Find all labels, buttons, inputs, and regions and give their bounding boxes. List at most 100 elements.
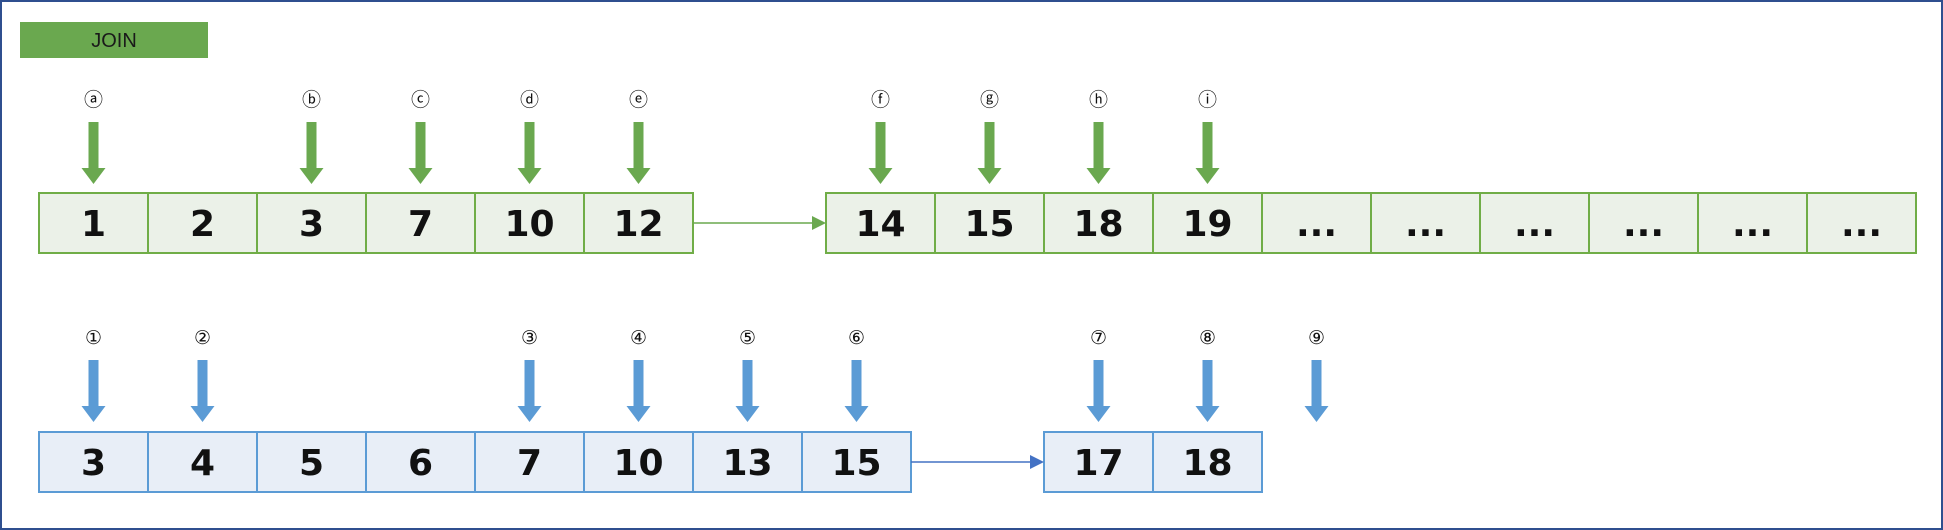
top-cell: 7 [365,192,476,254]
top-cell: 18 [1043,192,1154,254]
bottom-pointer-label: ④ [630,327,647,349]
bottom-pointer: ④ [626,327,651,422]
top-cell-value: 3 [299,204,324,245]
top-pointer-label: ⓐ [84,89,103,111]
top-list-link-arrow [693,216,826,230]
top-pointer-label: ⓔ [629,89,648,111]
bottom-cell-value: 10 [613,443,663,484]
down-arrow-icon [81,360,106,422]
top-pointer: ⓖ [977,89,1002,184]
top-cell: ... [1806,192,1917,254]
bottom-cell: 13 [692,431,803,493]
top-cell-box [1370,192,1481,254]
top-pointer: ⓑ [299,89,324,184]
bottom-cell: 5 [256,431,367,493]
down-arrow-icon [1195,122,1220,184]
top-cell-box [1806,192,1917,254]
bottom-cell-value: 15 [831,443,881,484]
bottom-pointer-label: ③ [521,327,538,349]
top-cell: ... [1479,192,1590,254]
bottom-pointer-label: ⑤ [739,327,756,349]
top-pointer-label: ⓘ [1198,89,1217,111]
down-arrow-icon [1086,360,1111,422]
top-cell: 19 [1152,192,1263,254]
top-cell-value: 1 [81,204,106,245]
top-pointer-label: ⓑ [302,89,321,111]
top-cell-value: 12 [613,204,663,245]
bottom-pointer-label: ② [194,327,211,349]
top-cell-value: 15 [964,204,1014,245]
bottom-pointer: ⑨ [1304,327,1329,422]
bottom-pointer: ③ [517,327,542,422]
top-cell-value: 14 [855,204,905,245]
top-cell-box [38,192,149,254]
bottom-pointer: ⑤ [735,327,760,422]
top-cell-box [1479,192,1590,254]
bottom-cell-box [583,431,694,493]
top-cell-value: 10 [504,204,554,245]
top-cell-value: 7 [408,204,433,245]
link-arrowhead [812,216,826,230]
bottom-cell: 3 [38,431,149,493]
top-cell: 10 [474,192,585,254]
top-pointer: ⓘ [1195,89,1220,184]
bottom-pointer: ⑥ [844,327,869,422]
down-arrow-icon [190,360,215,422]
bottom-cell: 17 [1043,431,1154,493]
top-cell-value: 18 [1073,204,1123,245]
top-cell: 12 [583,192,694,254]
top-pointer-label: ⓕ [871,89,890,111]
top-cell-value: ... [1623,204,1664,245]
top-pointer-label: ⓖ [980,89,999,111]
top-cell: ... [1261,192,1372,254]
top-cell-box [256,192,367,254]
bottom-pointer-label: ⑦ [1090,327,1107,349]
bottom-pointer: ⑧ [1195,327,1220,422]
bottom-cell: 7 [474,431,585,493]
bottom-pointer-label: ⑥ [848,327,865,349]
bottom-cell-box [256,431,367,493]
top-pointer: ⓐ [81,89,106,184]
top-cell-value: ... [1514,204,1555,245]
top-cell-box [365,192,476,254]
top-cell-value: ... [1405,204,1446,245]
top-pointer: ⓓ [517,89,542,184]
top-cell-box [934,192,1045,254]
bottom-cell-value: 7 [517,443,542,484]
join-title: JOIN [91,30,137,52]
top-pointer: ⓗ [1086,89,1111,184]
top-cell: 15 [934,192,1045,254]
top-pointer-label: ⓗ [1089,89,1108,111]
down-arrow-icon [844,360,869,422]
down-arrow-icon [626,360,651,422]
top-pointer-label: ⓓ [520,89,539,111]
down-arrow-icon [1086,122,1111,184]
bottom-cell-value: 3 [81,443,106,484]
bottom-cell: 10 [583,431,694,493]
bottom-cell-box [365,431,476,493]
link-arrowhead [1030,455,1044,469]
down-arrow-icon [626,122,651,184]
join-title-badge: JOIN [20,22,208,58]
down-arrow-icon [517,122,542,184]
top-cell-box [1261,192,1372,254]
bottom-pointer-label: ⑧ [1199,327,1216,349]
top-cell: 14 [825,192,936,254]
top-cell-value: ... [1841,204,1882,245]
top-cell-box [1043,192,1154,254]
bottom-cell: 18 [1152,431,1263,493]
bottom-cell-box [801,431,912,493]
bottom-cell-value: 4 [190,443,215,484]
top-cell: 2 [147,192,258,254]
bottom-cell-value: 5 [299,443,324,484]
top-pointer: ⓕ [868,89,893,184]
top-cell: 3 [256,192,367,254]
bottom-cell-box [474,431,585,493]
bottom-pointer: ① [81,327,106,422]
top-cell: 1 [38,192,149,254]
